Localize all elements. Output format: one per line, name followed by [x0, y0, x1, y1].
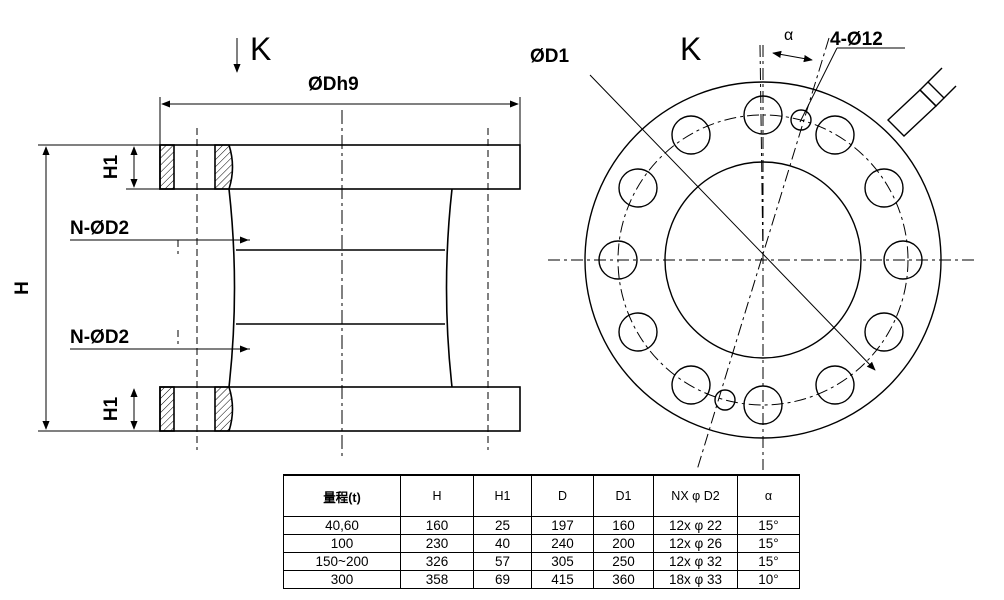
- table-cell: 25: [473, 516, 532, 535]
- table-cell: 230: [400, 534, 474, 553]
- col-h1: H1: [473, 474, 532, 517]
- table-cell: 69: [473, 570, 532, 589]
- table-row: 100 230 40 240 200 12x φ 26 15°: [283, 534, 800, 553]
- side-dimensions: [38, 38, 521, 432]
- table-cell: 197: [531, 516, 594, 535]
- table-row: 150~200 326 57 305 250 12x φ 32 15°: [283, 552, 800, 571]
- d1-label: ØD1: [530, 46, 570, 67]
- col-d: D: [531, 474, 594, 517]
- side-view: [159, 110, 521, 460]
- table-cell: 360: [593, 570, 654, 589]
- table-cell: 160: [400, 516, 474, 535]
- table-cell: 40: [473, 534, 532, 553]
- cable-gland: [886, 67, 957, 137]
- front-view-marker: K: [680, 31, 701, 67]
- table-cell: 12x φ 32: [653, 552, 738, 571]
- body-left-profile: [228, 188, 236, 388]
- alpha-label: α: [784, 27, 793, 44]
- flange-bottom-label: H1: [101, 396, 122, 421]
- mounting-holes-label: 4-Ø12: [830, 29, 883, 50]
- top-flange-section: [159, 144, 175, 190]
- col-alpha: α: [737, 474, 800, 517]
- table-cell: 200: [593, 534, 654, 553]
- table-cell: 40,60: [283, 516, 401, 535]
- table-cell: 18x φ 33: [653, 570, 738, 589]
- col-d1: D1: [593, 474, 654, 517]
- table-cell: 415: [531, 570, 594, 589]
- col-h: H: [400, 474, 474, 517]
- hole-spec-top-label: N-ØD2: [70, 218, 129, 239]
- technical-drawing: K ØDh9 H H1 H1 N-ØD2 N-ØD2: [12, 27, 978, 470]
- table-cell: 358: [400, 570, 474, 589]
- side-view-marker: K: [250, 31, 271, 67]
- table-cell: 305: [531, 552, 594, 571]
- table-row: 300 358 69 415 360 18x φ 33 10°: [283, 570, 800, 589]
- bottom-flange-section: [159, 386, 175, 432]
- table-cell: 10°: [737, 570, 800, 589]
- table-cell: 326: [400, 552, 474, 571]
- table-cell: 12x φ 22: [653, 516, 738, 535]
- specification-table: 量程(t) H H1 D D1 NX φ D2 α 40,60 160 25 1…: [283, 474, 800, 589]
- table-header-row: 量程(t) H H1 D D1 NX φ D2 α: [283, 474, 800, 517]
- table-cell: 100: [283, 534, 401, 553]
- table-cell: 240: [531, 534, 594, 553]
- bottom-flange: [159, 386, 521, 432]
- height-label: H: [12, 281, 33, 295]
- outer-diameter-label: ØDh9: [308, 74, 359, 95]
- table-row: 40,60 160 25 197 160 12x φ 22 15°: [283, 516, 800, 535]
- table-cell: 160: [593, 516, 654, 535]
- table-cell: 12x φ 26: [653, 534, 738, 553]
- table-cell: 15°: [737, 534, 800, 553]
- hole-spec-bottom-label: N-ØD2: [70, 327, 129, 348]
- front-labels: K ØD1 α 4-Ø12: [530, 27, 883, 67]
- top-flange: [159, 144, 521, 190]
- table-cell: 15°: [737, 516, 800, 535]
- top-bolt-section: [214, 144, 234, 190]
- col-nxd2: NX φ D2: [653, 474, 738, 517]
- side-labels: K ØDh9 H H1 H1 N-ØD2 N-ØD2: [12, 31, 359, 421]
- body-right-profile: [445, 188, 453, 388]
- table-cell: 57: [473, 552, 532, 571]
- bottom-bolt-section: [214, 386, 234, 432]
- front-view: [548, 37, 978, 470]
- mounting-hole-bottom: [714, 389, 736, 411]
- flange-top-label: H1: [101, 154, 122, 179]
- table-cell: 150~200: [283, 552, 401, 571]
- col-range: 量程(t): [283, 474, 401, 517]
- table-cell: 250: [593, 552, 654, 571]
- table-cell: 15°: [737, 552, 800, 571]
- table-cell: 300: [283, 570, 401, 589]
